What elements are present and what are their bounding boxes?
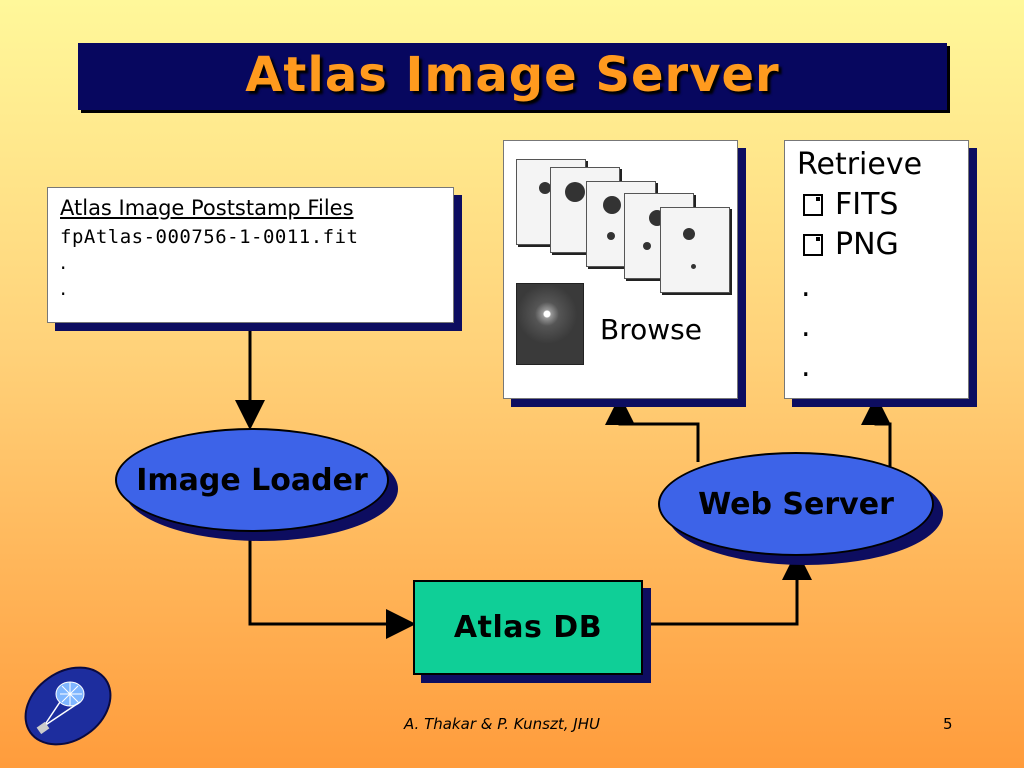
arrow-loader-to-db (248, 530, 416, 639)
retrieve-ellipsis-dot: . (801, 349, 811, 384)
poststamp-files-box: Atlas Image Poststamp Files fpAtlas-0007… (47, 187, 454, 323)
retrieve-box: Retrieve FITS PNG . . . (784, 140, 969, 399)
retrieve-title: Retrieve (797, 147, 923, 182)
retrieve-option-label: FITS (835, 187, 899, 222)
retrieve-ellipsis-dot: . (801, 269, 811, 304)
browse-box: Browse (503, 140, 738, 399)
web-server-label: Web Server (698, 486, 894, 522)
image-loader-label: Image Loader (136, 462, 368, 498)
files-ellipsis-dot: . (60, 250, 67, 274)
footer-author: A. Thakar & P. Kunszt, JHU (404, 715, 600, 733)
atlas-db-label: Atlas DB (453, 610, 603, 645)
web-server-node: Web Server (658, 452, 934, 556)
title-bar: Atlas Image Server (78, 43, 947, 110)
arrow-webserver-to-retrieve (861, 395, 892, 468)
files-heading: Atlas Image Poststamp Files (60, 196, 354, 220)
page-title: Atlas Image Server (245, 47, 780, 103)
browse-label: Browse (600, 313, 702, 346)
checkbox-icon[interactable] (803, 193, 823, 216)
retrieve-option-fits[interactable]: FITS (803, 187, 898, 222)
page-number: 5 (943, 715, 953, 733)
atlas-thumbnail (660, 207, 730, 293)
arrow-db-to-webserver (640, 550, 812, 626)
retrieve-ellipsis-dot: . (801, 309, 811, 344)
galaxy-photo (516, 283, 584, 365)
files-filename: fpAtlas-000756-1-0011.fit (60, 226, 359, 248)
image-loader-node: Image Loader (115, 428, 389, 532)
files-ellipsis-dot: . (60, 276, 67, 300)
checkbox-icon[interactable] (803, 233, 823, 256)
retrieve-option-png[interactable]: PNG (803, 227, 899, 262)
atlas-db-node: Atlas DB (413, 580, 643, 675)
sdss-logo-icon (24, 666, 112, 746)
arrow-webserver-to-browse (605, 395, 700, 462)
retrieve-option-label: PNG (835, 227, 899, 262)
